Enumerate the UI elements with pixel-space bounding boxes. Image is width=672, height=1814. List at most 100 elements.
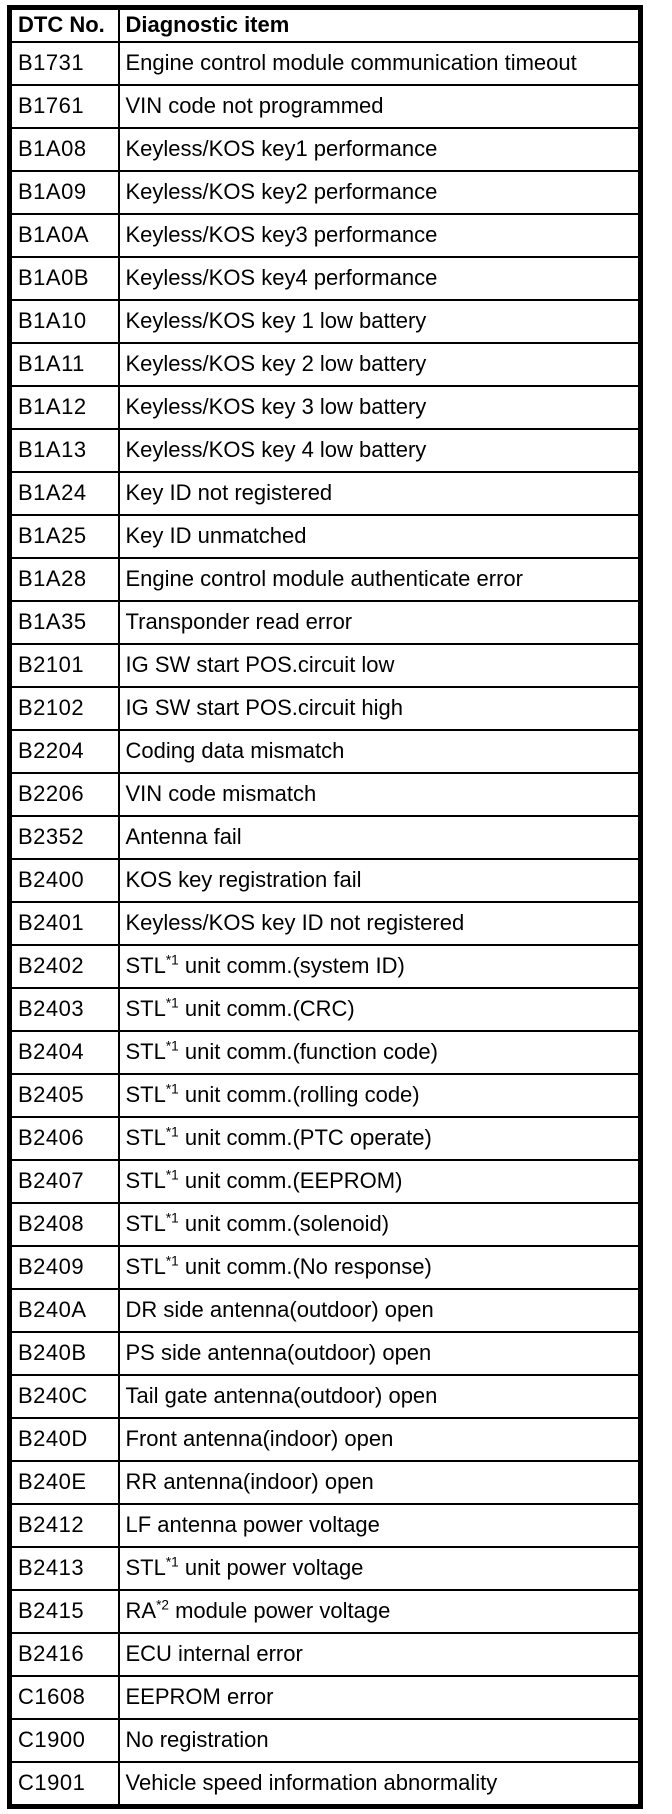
dtc-code-cell: B1A13 — [8, 428, 120, 473]
diagnostic-item-cell: EEPROM error — [117, 1675, 642, 1720]
diagnostic-item-cell: KOS key registration fail — [117, 858, 642, 903]
dtc-code-cell: B1A08 — [8, 127, 120, 172]
footnote-marker: *2 — [156, 1598, 169, 1614]
diagnostic-item-cell: Key ID not registered — [117, 471, 642, 516]
dtc-code-cell: B1A35 — [8, 600, 120, 645]
column-header-diagnostic-item: Diagnostic item — [117, 6, 642, 43]
diagnostic-item-cell: Keyless/KOS key1 performance — [117, 127, 642, 172]
dtc-code-cell: B240D — [8, 1417, 120, 1462]
dtc-code-cell: B2405 — [8, 1073, 120, 1118]
dtc-code-cell: B2101 — [8, 643, 120, 688]
footnote-marker: *1 — [165, 1211, 179, 1227]
dtc-code-cell: B2400 — [8, 858, 120, 903]
footnote-marker: *1 — [165, 1039, 179, 1055]
dtc-code-cell: B2402 — [8, 944, 120, 989]
diagnostic-item-cell: STL*1 unit comm.(solenoid) — [117, 1202, 642, 1247]
dtc-code-cell: B240C — [8, 1374, 120, 1419]
dtc-code-cell: B2416 — [8, 1632, 120, 1677]
dtc-code-cell: B2409 — [8, 1245, 120, 1290]
dtc-code-cell: B2352 — [8, 815, 120, 860]
diagnostic-item-cell: Keyless/KOS key 1 low battery — [117, 299, 642, 344]
diagnostic-item-cell: STL*1 unit comm.(EEPROM) — [117, 1159, 642, 1204]
column-header-dtc-no: DTC No. — [8, 6, 120, 43]
footnote-marker: *1 — [165, 1082, 179, 1098]
diagnostic-item-cell: Keyless/KOS key4 performance — [117, 256, 642, 301]
diagnostic-item-cell: Keyless/KOS key 3 low battery — [117, 385, 642, 430]
diagnostic-item-cell: VIN code not programmed — [117, 84, 642, 129]
dtc-code-cell: B1A12 — [8, 385, 120, 430]
dtc-code-cell: B2404 — [8, 1030, 120, 1075]
diagnostic-item-cell: DR side antenna(outdoor) open — [117, 1288, 642, 1333]
diagnostic-item-cell: STL*1 unit comm.(PTC operate) — [117, 1116, 642, 1161]
diagnostic-item-cell: VIN code mismatch — [117, 772, 642, 817]
diagnostic-item-cell: STL*1 unit comm.(system ID) — [117, 944, 642, 989]
diagnostic-item-cell: Front antenna(indoor) open — [117, 1417, 642, 1462]
footnote-marker: *1 — [165, 1555, 179, 1571]
diagnostic-item-cell: PS side antenna(outdoor) open — [117, 1331, 642, 1376]
dtc-code-cell: B1761 — [8, 84, 120, 129]
diagnostic-item-cell: STL*1 unit comm.(CRC) — [117, 987, 642, 1032]
diagnostic-item-cell: Keyless/KOS key ID not registered — [117, 901, 642, 946]
dtc-code-cell: B1A0B — [8, 256, 120, 301]
dtc-code-cell: B2403 — [8, 987, 120, 1032]
footnote-marker: *1 — [165, 1254, 179, 1270]
dtc-code-cell: B2401 — [8, 901, 120, 946]
dtc-code-cell: B2413 — [8, 1546, 120, 1591]
footnote-marker: *1 — [165, 1168, 179, 1184]
diagnostic-item-cell: Keyless/KOS key3 performance — [117, 213, 642, 258]
dtc-code-cell: B1A24 — [8, 471, 120, 516]
diagnostic-item-cell: Coding data mismatch — [117, 729, 642, 774]
footnote-marker: *1 — [165, 996, 179, 1012]
dtc-code-cell: B2406 — [8, 1116, 120, 1161]
dtc-code-cell: B2102 — [8, 686, 120, 731]
dtc-code-cell: B240B — [8, 1331, 120, 1376]
diagnostic-item-cell: Antenna fail — [117, 815, 642, 860]
dtc-code-cell: B2204 — [8, 729, 120, 774]
diagnostic-item-cell: Keyless/KOS key 2 low battery — [117, 342, 642, 387]
dtc-code-cell: B1731 — [8, 41, 120, 86]
dtc-code-cell: B1A09 — [8, 170, 120, 215]
diagnostic-item-cell: Keyless/KOS key 4 low battery — [117, 428, 642, 473]
dtc-code-cell: B240E — [8, 1460, 120, 1505]
dtc-code-cell: C1901 — [8, 1761, 120, 1808]
dtc-code-cell: B2206 — [8, 772, 120, 817]
dtc-code-cell: B1A28 — [8, 557, 120, 602]
diagnostic-item-cell: Key ID unmatched — [117, 514, 642, 559]
diagnostic-item-cell: ECU internal error — [117, 1632, 642, 1677]
